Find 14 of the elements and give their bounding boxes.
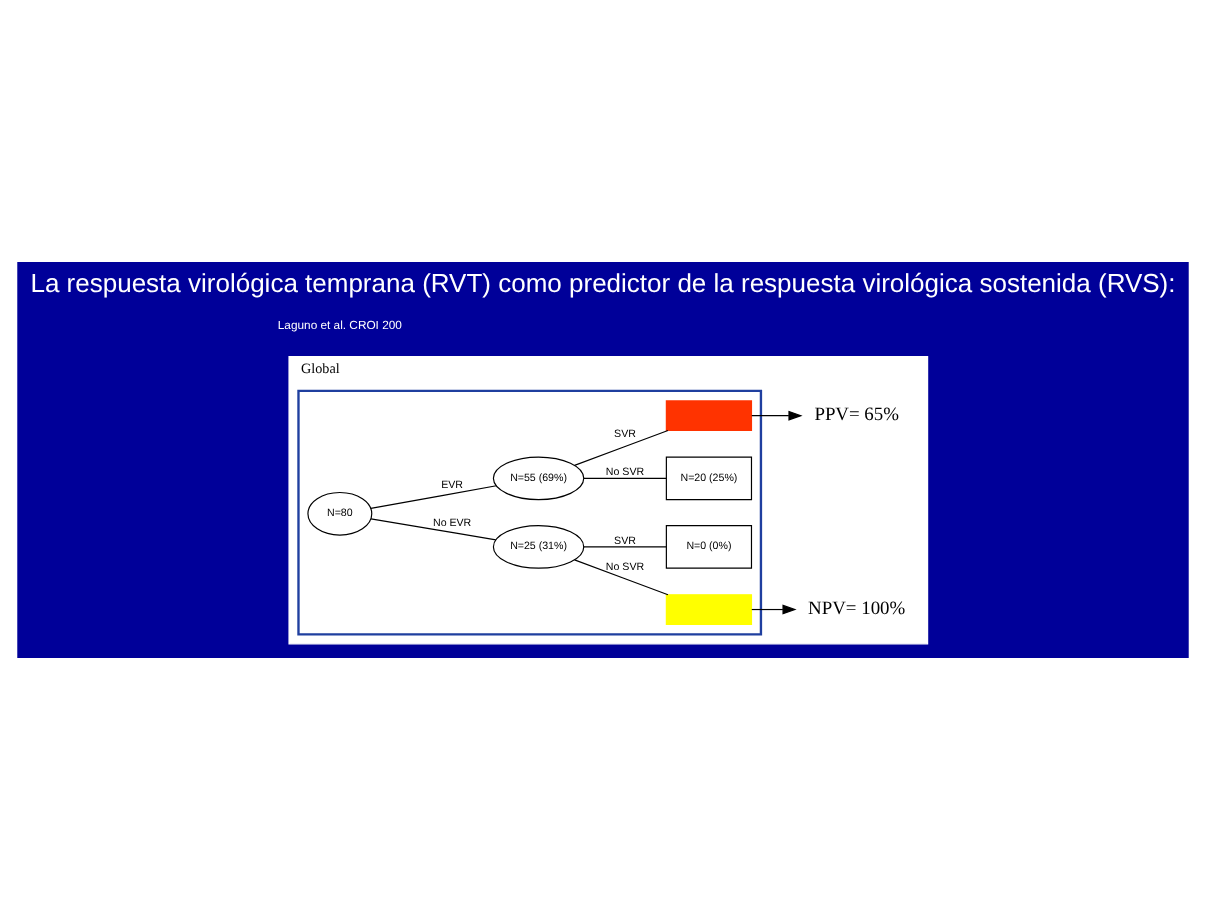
connector — [573, 559, 669, 596]
cluster — [297, 389, 763, 636]
connector — [573, 429, 669, 466]
diagram-title: La respuesta virológica temprana (RVT) como predictor de la respuesta virológica sostenida (RVS): — [30, 268, 1176, 299]
connector — [583, 546, 667, 548]
connector — [370, 518, 497, 541]
arrow — [751, 604, 797, 615]
node-text: NPV= 100% — [808, 600, 906, 621]
node-text: PPV= 65% — [814, 406, 899, 427]
connector — [370, 485, 497, 509]
arrow — [751, 410, 803, 421]
node-box — [665, 400, 753, 432]
connector — [583, 477, 667, 479]
node-box — [665, 594, 753, 625]
